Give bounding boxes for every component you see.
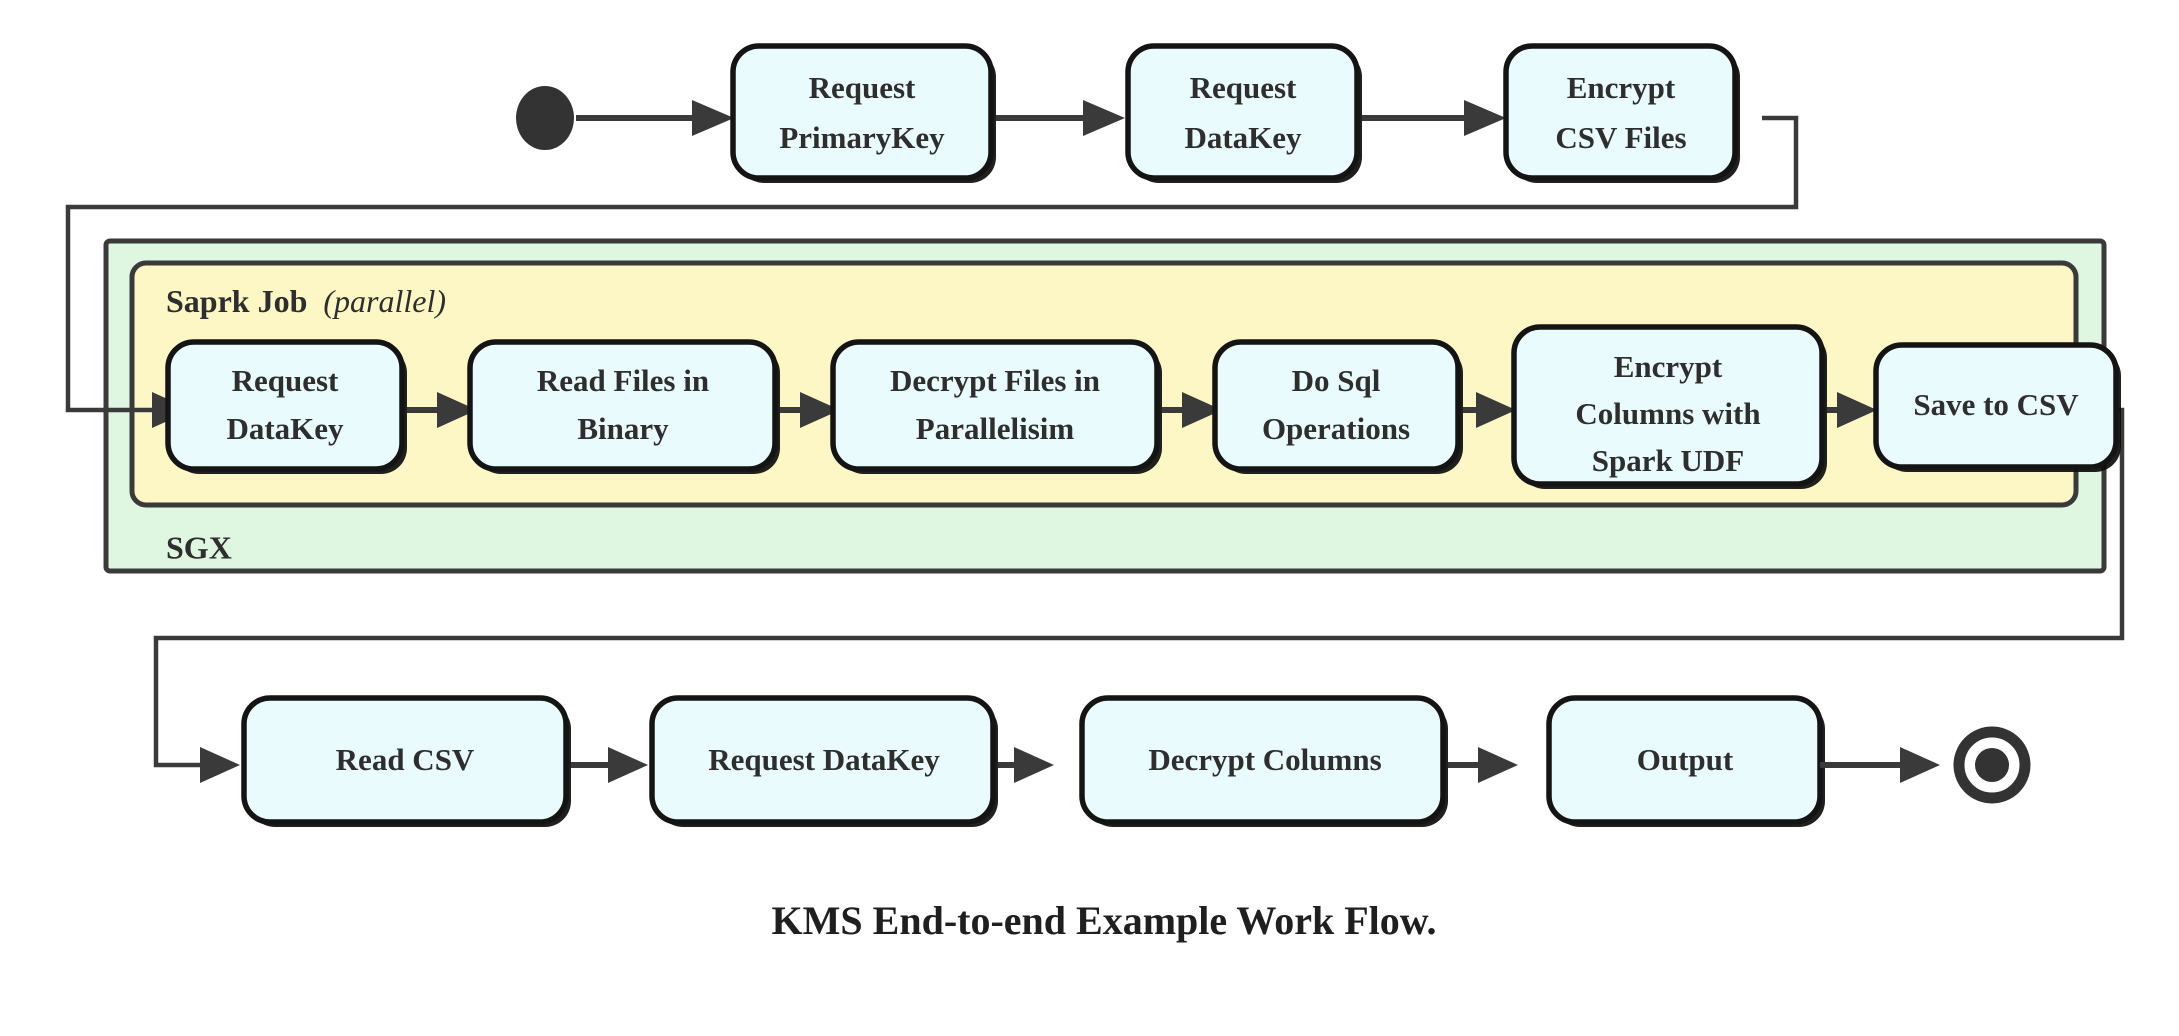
node-request-primarykey-label-line2: PrimaryKey — [779, 120, 945, 155]
edge-encryptcsv-to-sparkdatakey — [65, 115, 1799, 413]
diagram-caption: KMS End-to-end Example Work Flow. — [772, 898, 1437, 943]
end-node-outer-ring — [1953, 726, 2031, 804]
end-node-inner-dot — [1975, 748, 2009, 782]
node-encrypt-columns-label-line3: Spark UDF — [1592, 443, 1744, 478]
node-read-files-in-binary-label-line2: Binary — [577, 411, 669, 446]
arrow-decryptfiles-to-dosql — [1182, 392, 1222, 428]
node-encrypt-columns-label-line1: Encrypt — [1614, 349, 1723, 384]
arrow-requestdatakey-to-decryptcolumns — [1014, 747, 1054, 783]
node-read-files-in-binary-label-line1: Read Files in — [537, 363, 709, 398]
node-request-primarykey — [730, 43, 994, 181]
node-decrypt-columns-label: Decrypt Columns — [1148, 742, 1381, 777]
spark-job-label-paren-open: ( — [323, 283, 336, 319]
arrow-output-to-end — [1900, 747, 1940, 783]
node-request-datakey-bottom — [649, 695, 996, 825]
arrow-decryptcolumns-to-output — [1478, 747, 1518, 783]
node-decrypt-columns — [1079, 695, 1446, 825]
start-node — [516, 86, 574, 150]
arrow-encryptcolumns-to-savetocsv — [1837, 392, 1877, 428]
spark-job-label-italic: parallel — [332, 283, 435, 319]
node-decrypt-files-in-parallelisim-label-line1: Decrypt Files in — [890, 363, 1100, 398]
node-decrypt-files-in-parallelisim — [830, 339, 1160, 472]
arrow-requestdatakey-to-encryptcsv — [1464, 100, 1506, 136]
node-do-sql-operations-label-line1: Do Sql — [1292, 363, 1381, 398]
node-read-files-in-binary — [467, 339, 778, 472]
node-decrypt-files-in-parallelisim-label-line2: Parallelisim — [916, 411, 1075, 446]
arrow-readfiles-to-decryptfiles — [800, 392, 840, 428]
arrow-start-to-requestprimarykey — [692, 100, 734, 136]
node-encrypt-columns-label-line2: Columns with — [1575, 396, 1760, 431]
arrow-requestprimarykey-to-requestdatakey — [1083, 100, 1125, 136]
node-save-to-csv — [1873, 342, 2119, 470]
spark-job-label-paren-close: ) — [433, 283, 446, 319]
node-request-datakey-spark — [165, 339, 405, 472]
node-request-datakey-spark-label-line2: DataKey — [226, 411, 344, 446]
arrow-savetocsv-to-readcsv — [200, 747, 240, 783]
node-request-datakey-top — [1125, 43, 1360, 181]
node-save-to-csv-label: Save to CSV — [1913, 387, 2079, 422]
node-encrypt-csv-files-label-line2: CSV Files — [1555, 120, 1686, 155]
node-request-datakey-spark-label-line1: Request — [232, 363, 339, 398]
node-request-datakey-top-label-line1: Request — [1190, 70, 1297, 105]
node-output — [1546, 695, 1823, 825]
arrow-readcsv-to-requestdatakey — [608, 747, 648, 783]
node-encrypt-csv-files-label-line1: Encrypt — [1567, 70, 1676, 105]
spark-job-label-bold: Saprk Job — [166, 283, 307, 319]
arrow-sparkdatakey-to-readfiles — [437, 392, 477, 428]
node-request-datakey-bottom-label: Request DataKey — [708, 742, 940, 777]
spark-job-label: Saprk Job (parallel) — [166, 283, 446, 319]
node-do-sql-operations — [1212, 339, 1461, 472]
node-request-datakey-top-label-line2: DataKey — [1184, 120, 1302, 155]
node-read-csv — [241, 695, 569, 825]
sgx-label: SGX — [166, 529, 232, 565]
node-do-sql-operations-label-line2: Operations — [1262, 411, 1410, 446]
arrow-dosql-to-encryptcolumns — [1476, 392, 1516, 428]
node-encrypt-columns-with-spark-udf — [1511, 324, 1825, 487]
node-read-csv-label: Read CSV — [336, 742, 475, 777]
node-output-label: Output — [1637, 742, 1734, 777]
node-request-primarykey-label-line1: Request — [809, 70, 916, 105]
node-encrypt-csv-files — [1503, 43, 1738, 181]
